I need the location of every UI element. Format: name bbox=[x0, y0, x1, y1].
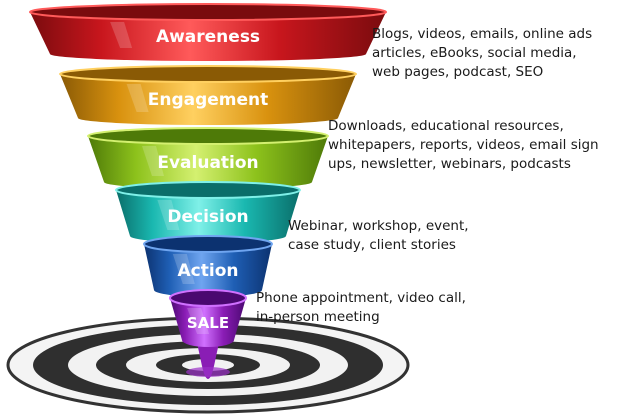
stage-label: Decision bbox=[167, 207, 248, 227]
funnel-segment bbox=[170, 298, 246, 347]
description-line: articles, eBooks, social media, bbox=[372, 45, 577, 61]
description-line: Downloads, educational resources, bbox=[328, 118, 564, 134]
description-line: in-person meeting bbox=[256, 309, 380, 325]
funnel-segment bbox=[88, 136, 328, 189]
funnel-stage-engagement: Engagement bbox=[59, 65, 357, 125]
funnel-stem bbox=[196, 338, 220, 379]
funnel-segment-rim bbox=[59, 65, 357, 83]
description-line: Phone appointment, video call, bbox=[256, 290, 466, 306]
funnel-segment bbox=[144, 244, 272, 297]
funnel-segment bbox=[116, 190, 300, 243]
funnel-segment-gloss bbox=[110, 22, 133, 48]
funnel-segment-gloss bbox=[187, 308, 210, 334]
target-bullseye bbox=[6, 316, 410, 414]
description-line: case study, client stories bbox=[288, 237, 456, 253]
stage-label: Engagement bbox=[148, 90, 269, 110]
funnel-segment bbox=[60, 74, 356, 125]
stage-label: SALE bbox=[187, 314, 229, 332]
stage-description-sale: Phone appointment, video call, in-person … bbox=[256, 289, 466, 327]
description-line: web pages, podcast, SEO bbox=[372, 64, 544, 80]
funnel-segment-rim bbox=[87, 127, 329, 145]
stage-description-decision: Webinar, workshop, event, case study, cli… bbox=[288, 217, 469, 255]
stage-description-awareness: Blogs, videos, emails, online ads article… bbox=[372, 25, 592, 82]
stage-label: Action bbox=[178, 261, 239, 281]
stage-label: Awareness bbox=[156, 27, 260, 47]
funnel-segment-rim bbox=[29, 3, 387, 21]
funnel-stage-awareness: Awareness bbox=[29, 3, 387, 61]
funnel-stage-sale: SALE bbox=[169, 289, 247, 347]
funnel-stage-decision: Decision bbox=[115, 181, 301, 243]
funnel-stage-evaluation: Evaluation bbox=[87, 127, 329, 189]
funnel-segment bbox=[30, 12, 386, 61]
funnel-stem-shadow bbox=[186, 367, 230, 377]
description-line: Webinar, workshop, event, bbox=[288, 218, 469, 234]
funnel-segment-rim bbox=[115, 181, 301, 199]
funnel-segment-rim bbox=[143, 235, 273, 253]
funnel-segment-rim bbox=[169, 289, 247, 307]
description-line: ups, newsletter, webinars, podcasts bbox=[328, 156, 571, 172]
funnel-segment-gloss bbox=[142, 146, 164, 176]
funnel-segment-gloss bbox=[157, 200, 180, 230]
funnel-segment-gloss bbox=[126, 84, 149, 112]
funnel-stages: AwarenessEngagementEvaluationDecisionAct… bbox=[29, 3, 387, 347]
description-line: whitepapers, reports, videos, email sign bbox=[328, 137, 599, 153]
stage-label: Evaluation bbox=[157, 153, 258, 173]
stage-description-evaluation: Downloads, educational resources, whitepa… bbox=[328, 117, 599, 174]
description-line: Blogs, videos, emails, online ads bbox=[372, 26, 593, 42]
funnel-stage-action: Action bbox=[143, 235, 273, 297]
funnel-segment-gloss bbox=[172, 254, 195, 284]
